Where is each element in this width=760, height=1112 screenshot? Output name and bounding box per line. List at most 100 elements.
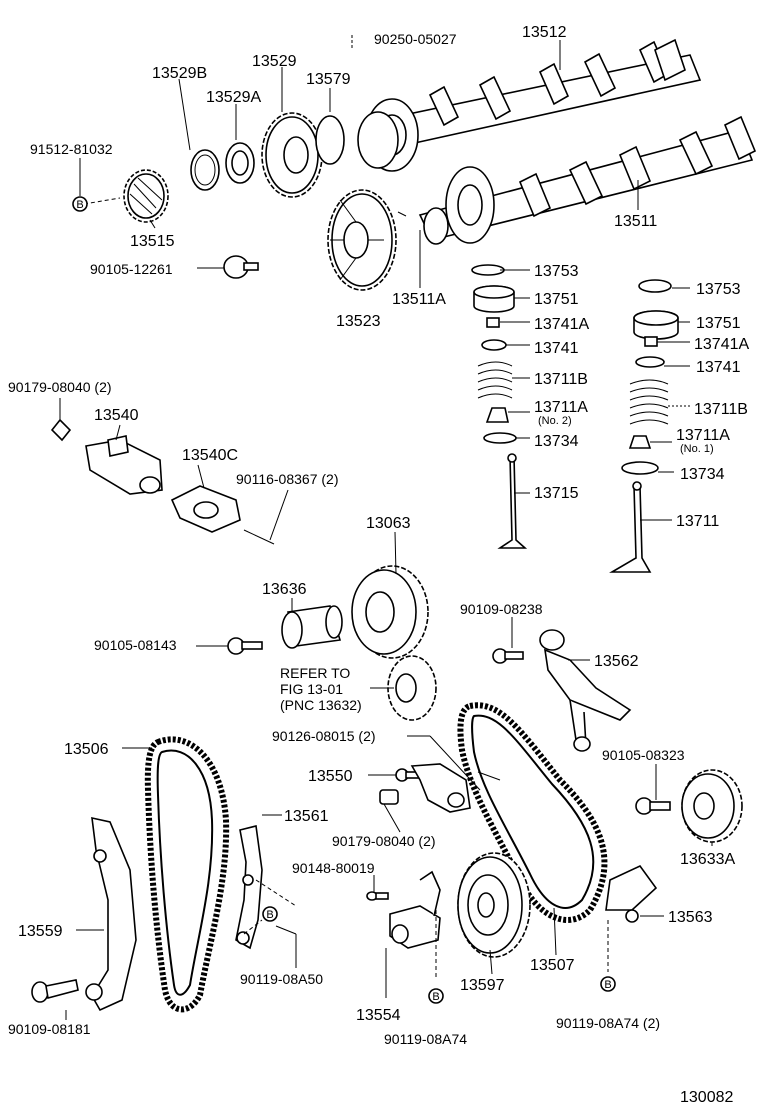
label-13711B-left: 13711B xyxy=(534,371,588,388)
label-90105-12261: 90105-12261 xyxy=(90,261,173,277)
label-13633A: 13633A xyxy=(680,851,735,868)
label-13554: 13554 xyxy=(356,1007,401,1024)
label-13734-left: 13734 xyxy=(534,433,579,450)
bolt-90105-12261 xyxy=(197,255,259,279)
camshaft-13511 xyxy=(418,115,757,245)
label-13559: 13559 xyxy=(18,923,63,940)
label-90119-08A74: 90119-08A74 xyxy=(384,1031,467,1047)
crank-sprocket-13597 xyxy=(457,852,531,958)
label-90179-08040-b: 90179-08040 (2) xyxy=(332,833,436,849)
label-13751-right: 13751 xyxy=(696,315,741,332)
label-13512: 13512 xyxy=(522,24,567,41)
gear-13063 xyxy=(351,565,429,659)
tensioner-arm-13561 xyxy=(235,825,297,950)
label-13753-right: 13753 xyxy=(696,281,741,298)
label-13711B-right: 13711B xyxy=(694,401,748,418)
spring-13579 xyxy=(315,115,345,165)
tensioner-13554 xyxy=(366,870,441,998)
label-13511: 13511 xyxy=(614,213,657,230)
timing-chain-13506 xyxy=(144,736,230,1013)
b-marker-1: B xyxy=(72,196,88,212)
sensor-13540 xyxy=(50,418,163,495)
svg-text:B: B xyxy=(76,199,83,211)
sprocket-13523 xyxy=(327,189,407,291)
chain-guide-13562 xyxy=(539,629,632,752)
label-90148-80019: 90148-80019 xyxy=(292,860,375,876)
svg-text:B: B xyxy=(266,909,273,921)
label-pnc-13632: (PNC 13632) xyxy=(280,697,362,713)
label-90105-08143: 90105-08143 xyxy=(94,637,177,653)
camshaft-13512 xyxy=(351,35,702,172)
label-13579: 13579 xyxy=(306,71,351,88)
timing-chain-13506-inner xyxy=(156,749,214,996)
gasket-13540C xyxy=(170,485,275,545)
label-13741-left: 13741 xyxy=(534,340,579,357)
timing-chain-13507 xyxy=(457,702,608,923)
label-13529A: 13529A xyxy=(206,89,261,106)
chain-guide-13563 xyxy=(605,864,658,972)
timing-chain-13507-inner xyxy=(471,714,595,909)
gear-13633A xyxy=(681,769,743,843)
label-13506: 13506 xyxy=(64,741,109,758)
bolt-90105-08323 xyxy=(635,797,671,815)
shaft-13636 xyxy=(281,605,343,649)
b-marker-3: B xyxy=(428,988,444,1004)
snap-ring-13529B xyxy=(190,149,220,191)
figure-number: 130082 xyxy=(680,1089,733,1106)
label-13523: 13523 xyxy=(336,313,381,330)
label-13561: 13561 xyxy=(284,808,329,825)
label-fig-13-01: FIG 13-01 xyxy=(280,681,343,697)
label-13741A-right: 13741A xyxy=(694,336,749,353)
label-no2: (No. 2) xyxy=(538,415,572,427)
valve-train-left xyxy=(471,264,528,549)
label-90116-08367: 90116-08367 (2) xyxy=(236,471,338,487)
b-marker-4: B xyxy=(600,976,616,992)
leader-lines xyxy=(59,40,713,1020)
label-refer-to: REFER TO xyxy=(280,665,350,681)
bolt-90105-08143 xyxy=(196,637,263,655)
label-13540C: 13540C xyxy=(182,447,238,464)
bolt-90109-08238 xyxy=(492,617,524,664)
label-90109-08181: 90109-08181 xyxy=(8,1021,91,1037)
svg-text:B: B xyxy=(604,979,611,991)
label-13063: 13063 xyxy=(366,515,411,532)
label-13753-left: 13753 xyxy=(534,263,579,280)
label-13711A-right: 13711A xyxy=(676,427,730,444)
label-13562: 13562 xyxy=(594,653,639,670)
label-13711: 13711 xyxy=(676,513,719,530)
label-90250-05027: 90250-05027 xyxy=(374,31,457,47)
label-13741-right: 13741 xyxy=(696,359,741,376)
label-13711A-left: 13711A xyxy=(534,399,588,416)
label-90126-08015: 90126-08015 (2) xyxy=(272,728,376,744)
label-90109-08238: 90109-08238 xyxy=(460,601,543,617)
label-13515: 13515 xyxy=(130,233,175,250)
label-91512-81032: 91512-81032 xyxy=(30,141,113,157)
label-90105-08323: 90105-08323 xyxy=(602,747,685,763)
label-13715: 13715 xyxy=(534,485,579,502)
label-13529B: 13529B xyxy=(152,65,207,82)
label-13511A: 13511A xyxy=(392,291,446,308)
tensioner-13550 xyxy=(395,763,501,813)
label-13540: 13540 xyxy=(94,407,139,424)
label-13751-left: 13751 xyxy=(534,291,579,308)
gear-13632-ref xyxy=(370,655,437,721)
label-90179-08040-a: 90179-08040 (2) xyxy=(8,379,112,395)
label-13529: 13529 xyxy=(252,53,297,70)
svg-text:B: B xyxy=(432,991,439,1003)
label-13636: 13636 xyxy=(262,581,307,598)
label-13563: 13563 xyxy=(668,909,713,926)
label-13507: 13507 xyxy=(530,957,575,974)
label-13550: 13550 xyxy=(308,768,353,785)
washer-13529A xyxy=(225,142,255,184)
label-13734-right: 13734 xyxy=(680,466,725,483)
chain-guide-13559 xyxy=(85,816,137,1012)
gear-13515 xyxy=(83,169,169,223)
label-13597: 13597 xyxy=(460,977,505,994)
label-90119-08A50: 90119-08A50 xyxy=(240,971,323,987)
valve-train-right xyxy=(609,279,679,573)
nut-90179-08040-b xyxy=(379,789,399,805)
cam-gear-13529 xyxy=(261,112,323,198)
label-13741A-left: 13741A xyxy=(534,316,589,333)
b-marker-2: B xyxy=(262,906,278,922)
